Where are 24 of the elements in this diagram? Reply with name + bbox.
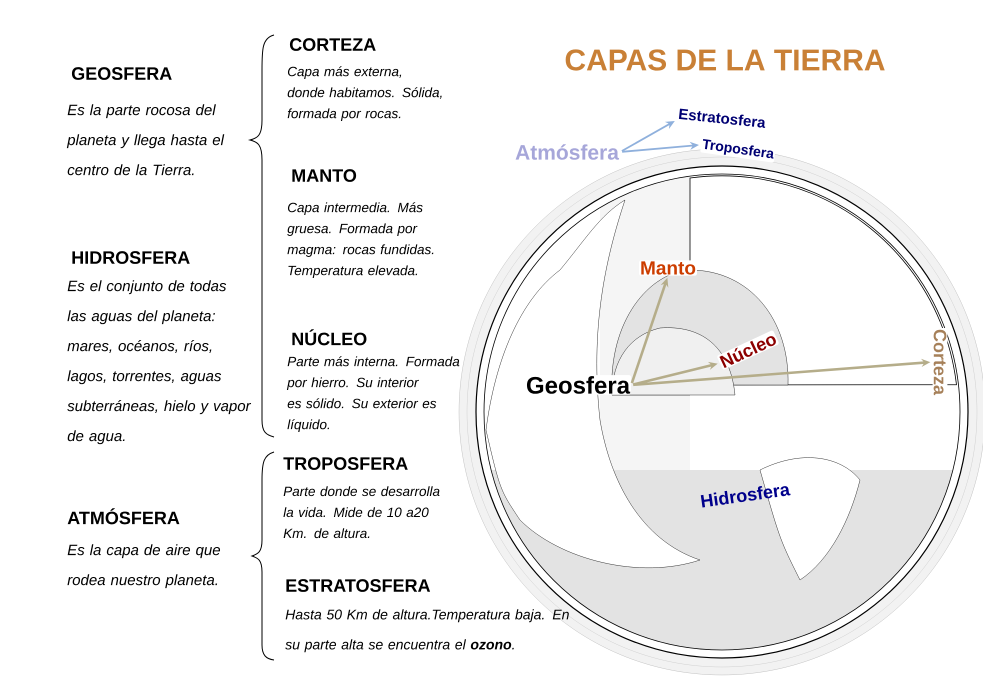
heading: ATMÓSFERA <box>68 508 180 524</box>
description-text: Capa más externa, donde habitamos. Sólida, formada por rocas. <box>288 66 442 121</box>
layer-label: Manto <box>639 260 697 276</box>
heading: ESTRATOSFERA <box>286 579 430 592</box>
description-text: Es el conjunto de todas las aguas del planeta: mares, océanos, ríos, lagos, torrentes, aguas subterráneas, hielo y vapor de agua. <box>67 280 252 444</box>
layer-label: Hidrosfera <box>700 486 791 508</box>
layer-label: Estratosfera <box>677 107 767 129</box>
heading: TROPOSFERA <box>283 457 408 470</box>
description-text: Es la capa de aire que rodea nuestro planeta. <box>67 544 220 588</box>
heading: GEOSFERA <box>72 67 172 80</box>
layer-label: Geosfera <box>524 375 632 395</box>
heading: NÚCLEO <box>292 329 366 346</box>
layer-label: Corteza <box>932 328 948 396</box>
layer-label: Atmósfera <box>514 143 620 161</box>
heading: CORTEZA <box>290 38 376 51</box>
heading: HIDROSFERA <box>72 251 190 264</box>
description-text: Capa intermedia. Más gruesa. Formada por magma: rocas fundidas. Temperatura elevada. <box>287 202 434 278</box>
description-text: Parte más interna. Formada por hierro. Su interior es sólido. Su exterior es líquido. <box>286 356 460 432</box>
layer-label: Troposfera <box>700 138 776 162</box>
description-text: Hasta 50 Km de altura.Temperatura baja. En su parte alta se encuentra el ozono. <box>285 609 569 652</box>
description-text: Parte donde se desarrolla la vida. Mide de 10 a20 Km. de altura. <box>283 486 440 538</box>
title: CAPAS DE LA TIERRA <box>566 49 885 71</box>
description-text: Es la parte rocosa del planeta y llega hasta el centro de la Tierra. <box>66 104 224 176</box>
heading: MANTO <box>292 169 356 182</box>
